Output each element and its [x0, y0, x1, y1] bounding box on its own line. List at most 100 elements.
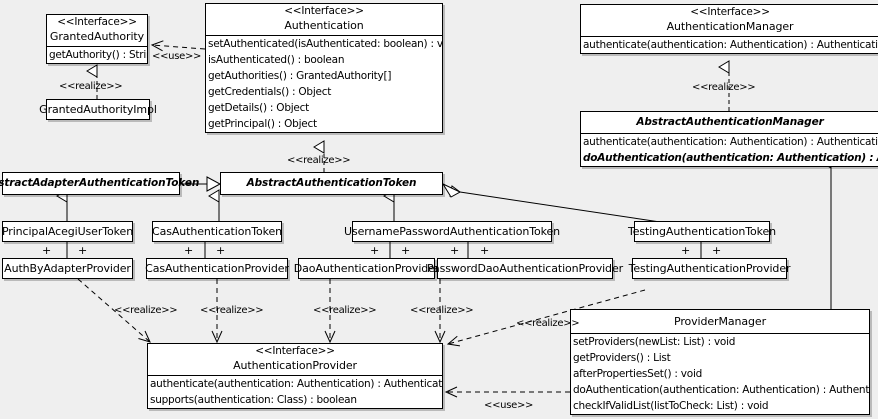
edge-label-realize-auth-by-adapter-provider: <<realize>> [114, 305, 178, 316]
operations-compartment: setAuthenticated(isAuthenticated: boolea… [206, 36, 442, 132]
stereotype-label: <<Interface>> [57, 16, 137, 28]
class-name: CasAuthenticationToken [152, 225, 282, 238]
divider [148, 375, 442, 376]
multiplicity-principal-right: + [78, 244, 88, 257]
class-name: DaoAuthenticationProvider [293, 262, 440, 275]
class-principal-acegi-user-token[interactable]: PrincipalAcegiUserToken [2, 221, 133, 242]
edge-label-realize-testing-authentication-provider: <<realize>> [516, 318, 580, 329]
class-username-password-authentication-token[interactable]: UsernamePasswordAuthenticationToken [344, 221, 560, 242]
multiplicity-cas-left: + [184, 244, 194, 257]
operation-row: setProviders(newList: List) : void [573, 336, 736, 348]
operation-row: getCredentials() : Object [208, 86, 332, 98]
operation-row: getDetails() : Object [208, 102, 309, 114]
multiplicity-username-passworddao-right: + [480, 244, 490, 257]
operation-row: getAuthorities() : GrantedAuthority[] [208, 70, 392, 82]
class-abstract-authentication-token[interactable]: AbstractAuthenticationToken [220, 172, 443, 195]
class-testing-authentication-provider[interactable]: TestingAuthenticationProvider [629, 258, 791, 279]
class-header: <<Interface>> AuthenticationProvider [148, 344, 442, 375]
class-auth-by-adapter-provider[interactable]: AuthByAdapterProvider [2, 258, 133, 279]
edge-generalization-abstractadaptertoken [180, 176, 222, 192]
divider [571, 333, 869, 334]
class-name: AuthenticationManager [666, 20, 794, 33]
class-name: GrantedAuthority [49, 30, 145, 43]
class-name: TestingAuthenticationProvider [628, 262, 791, 275]
class-abstract-authentication-manager[interactable]: AbstractAuthenticationManager authentica… [580, 111, 878, 167]
class-granted-authority[interactable]: <<Interface>> GrantedAuthority getAuthor… [46, 14, 148, 64]
class-authentication-provider[interactable]: <<Interface>> AuthenticationProvider aut… [147, 343, 443, 409]
operation-row: getAuthority() : String [49, 49, 147, 61]
class-name: CasAuthenticationProvider [145, 262, 289, 275]
multiplicity-username-passworddao-left: + [450, 244, 460, 257]
operation-row: authenticate(authentication: Authenticat… [583, 136, 878, 148]
operation-row: getProviders() : List [573, 352, 671, 364]
multiplicity-username-dao-right: + [401, 244, 411, 257]
edge-use-authentication-grantedauthority [150, 40, 206, 52]
edge-label-realize-abstract-authentication-manager: <<realize>> [692, 82, 756, 93]
divider [581, 36, 878, 37]
class-header: <<Interface>> GrantedAuthority [47, 15, 147, 46]
class-cas-authentication-token[interactable]: CasAuthenticationToken [152, 221, 282, 242]
class-name: AbstractAdapterAuthenticationToken [0, 177, 200, 189]
operation-row: checkIfValidList(listToCheck: List) : vo… [573, 400, 769, 412]
class-name: TestingAuthenticationToken [627, 225, 777, 238]
class-cas-authentication-provider[interactable]: CasAuthenticationProvider [145, 258, 289, 279]
edge-label-realize-granted-authority-impl: <<realize>> [59, 81, 123, 92]
edge-generalization-testingauthenticationtoken [441, 182, 661, 223]
class-authentication[interactable]: <<Interface>> Authentication setAuthenti… [205, 3, 443, 133]
class-name: GrantedAuthorityImpl [39, 103, 157, 116]
operations-compartment: authenticate(authentication: Authenticat… [581, 37, 878, 53]
stereotype-label: <<Interface>> [690, 6, 770, 18]
operation-row: isAuthenticated() : boolean [208, 54, 345, 66]
class-password-dao-authentication-provider[interactable]: PasswordDaoAuthenticationProvider [427, 258, 623, 279]
operation-row: setAuthenticated(isAuthenticated: boolea… [208, 38, 442, 50]
operation-row: afterPropertiesSet() : void [573, 368, 703, 380]
class-testing-authentication-token[interactable]: TestingAuthenticationToken [628, 221, 776, 242]
class-name: UsernamePasswordAuthenticationToken [344, 225, 561, 238]
class-name: AuthenticationProvider [233, 359, 357, 372]
edge-realize-testingauthenticationprovider [446, 289, 646, 347]
edge-label-realize-abstract-authentication-token: <<realize>> [287, 155, 351, 166]
edge-label-use-granted-authority: <<use>> [152, 51, 202, 62]
multiplicity-testing-left: + [681, 244, 691, 257]
multiplicity-testing-right: + [712, 244, 722, 257]
stereotype-label: <<Interface>> [284, 5, 364, 17]
class-dao-authentication-provider[interactable]: DaoAuthenticationProvider [294, 258, 439, 279]
edge-label-use-provider-manager: <<use>> [484, 400, 534, 411]
operations-compartment: authenticate(authentication: Authenticat… [148, 376, 442, 408]
edge-label-realize-password-dao-authentication-provider: <<realize>> [410, 305, 474, 316]
class-header: AbstractAuthenticationManager [581, 112, 878, 133]
multiplicity-principal-left: + [42, 244, 52, 257]
divider [581, 133, 878, 134]
stereotype-label: <<Interface>> [255, 345, 335, 357]
class-name: PrincipalAcegiUserToken [1, 225, 134, 238]
operation-row: doAuthentication(authentication: Authent… [573, 384, 869, 396]
class-granted-authority-impl[interactable]: GrantedAuthorityImpl [39, 99, 157, 120]
class-name: AuthByAdapterProvider [4, 262, 131, 275]
class-name: AbstractAuthenticationToken [246, 177, 417, 189]
divider [206, 35, 442, 36]
edge-label-realize-cas-authentication-provider: <<realize>> [200, 305, 264, 316]
class-header: ProviderManager [571, 310, 869, 333]
class-header: <<Interface>> AuthenticationManager [581, 5, 878, 36]
operations-compartment: authenticate(authentication: Authenticat… [581, 134, 878, 166]
operations-compartment: setProviders(newList: List) : void getPr… [571, 334, 869, 414]
class-name: AbstractAuthenticationManager [636, 116, 824, 128]
operation-row: authenticate(authentication: Authenticat… [583, 39, 878, 51]
multiplicity-cas-right: + [216, 244, 226, 257]
divider [47, 46, 147, 47]
class-authentication-manager[interactable]: <<Interface>> AuthenticationManager auth… [580, 4, 878, 54]
operation-row: doAuthentication(authentication: Authent… [583, 152, 878, 164]
operation-row: authenticate(authentication: Authenticat… [150, 378, 442, 390]
operations-compartment: getAuthority() : String [47, 47, 147, 63]
edge-realize-authbyadapterprovider [77, 278, 151, 343]
class-name: PasswordDaoAuthenticationProvider [426, 262, 624, 275]
edge-label-realize-dao-authentication-provider: <<realize>> [313, 305, 377, 316]
class-name: Authentication [284, 19, 364, 32]
class-header: <<Interface>> Authentication [206, 4, 442, 35]
class-provider-manager[interactable]: ProviderManager setProviders(newList: Li… [570, 309, 870, 415]
class-name: ProviderManager [673, 315, 766, 328]
class-abstract-adapter-authentication-token[interactable]: AbstractAdapterAuthenticationToken [0, 172, 199, 195]
operation-row: supports(authentication: Class) : boolea… [150, 394, 357, 406]
